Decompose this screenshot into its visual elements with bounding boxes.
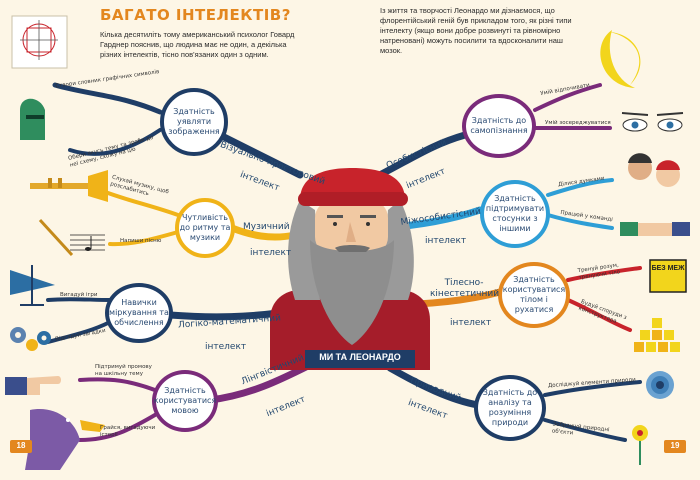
no-barriers-sign-icon: [649, 259, 687, 293]
kinesthetic-leaf1-branch: [566, 266, 642, 282]
visual-leaf2-branch: [68, 128, 162, 156]
leonardo-portrait: [270, 168, 430, 370]
intrapersonal-leaf1-branch: [533, 83, 602, 112]
logic-leaf1: Вигадуй ігри: [60, 292, 98, 298]
logic-leaf1-branch: [46, 297, 112, 302]
music-staff-icon: [38, 218, 105, 257]
naturalist-branch: [386, 364, 482, 409]
interpersonal-leaf2-branch: [546, 213, 614, 230]
interpersonal-branch-label2: інтелект: [425, 236, 467, 246]
logic-branch-label2: інтелект: [205, 342, 247, 352]
visual-leaf1-branch: [52, 82, 163, 115]
naturalist-circle: Здатність до аналізу та розуміння природ…: [474, 375, 546, 441]
faces-icon: [628, 153, 680, 187]
linguistic-leaf2: Грайся, вигадуючи історії: [100, 425, 156, 438]
dice-icon: [634, 318, 680, 352]
handshake-icon: [620, 222, 690, 236]
music-leaf2-branch: [108, 230, 180, 247]
flower-icon: [632, 425, 648, 465]
logic-circle: Навички міркування та обчислення: [105, 283, 173, 343]
intro-right-text: Із життя та творчості Леонардо ми дізнає…: [380, 6, 572, 55]
naturalist-leaf1-branch: [543, 380, 642, 397]
linguistic-leaf1-branch: [78, 377, 162, 394]
music-leaf2: Напиши пісню: [120, 238, 162, 244]
handshake-hand-icon: [5, 376, 61, 395]
geometric-drawing-icon: [11, 15, 68, 69]
trumpet-icon: [30, 170, 108, 202]
intro-left-text: Кілька десятиліть тому американський пси…: [100, 30, 295, 59]
kinesthetic-branch-label2: інтелект: [450, 318, 492, 328]
moon-icon: [600, 30, 641, 88]
linguistic-circle: Здатність користуватися мовою: [152, 370, 218, 432]
page-left-box: [10, 440, 32, 453]
page-right-box: [664, 440, 686, 453]
page-title: БАГАТО ІНТЕЛЕКТІВ?: [100, 6, 291, 24]
music-branch: [228, 224, 299, 241]
interpersonal-leaf1-branch: [546, 178, 614, 197]
page-number-left: 18: [16, 441, 26, 450]
intrapersonal-circle: Здатність до самопізнання: [462, 94, 536, 158]
kinesthetic-circle: Здатність користуватися тілом і рухатися: [498, 262, 570, 328]
page-number-right: 19: [670, 441, 680, 450]
intrapersonal-leaf2: Умій зосереджуватися: [545, 120, 611, 126]
dragon-icon: [25, 409, 105, 470]
music-branch-label2: інтелект: [250, 248, 292, 258]
kinesthetic-branch-label: Тілесно-кінестетичний: [430, 278, 500, 299]
logic-leaf2-branch: [46, 320, 112, 344]
center-label: МИ ТА ЛЕОНАРДО: [319, 352, 401, 362]
interpersonal-circle: Здатність підтримувати стосунки з іншими: [480, 180, 550, 248]
seashell-icon: [646, 371, 674, 399]
music-branch-label: Музичний: [243, 222, 290, 232]
eyes-icon: [621, 112, 684, 132]
music-circle: Чутливість до ритму та музики: [175, 198, 235, 258]
knight-helmet-icon: [20, 98, 45, 140]
visual-circle: Здатність уявляти зображення: [160, 88, 228, 156]
linguistic-leaf1: Підтримуй промову на шкільну тему: [95, 364, 152, 377]
naturalist-leaf2-branch: [543, 418, 627, 442]
kinesthetic-leaf2-branch: [566, 298, 632, 332]
gears-icon: [10, 327, 51, 351]
no-barriers-sign-text: БЕЗ МЕЖ: [651, 265, 685, 272]
linguistic-leaf2-branch: [78, 410, 162, 442]
helicopter-icon: [10, 265, 55, 306]
